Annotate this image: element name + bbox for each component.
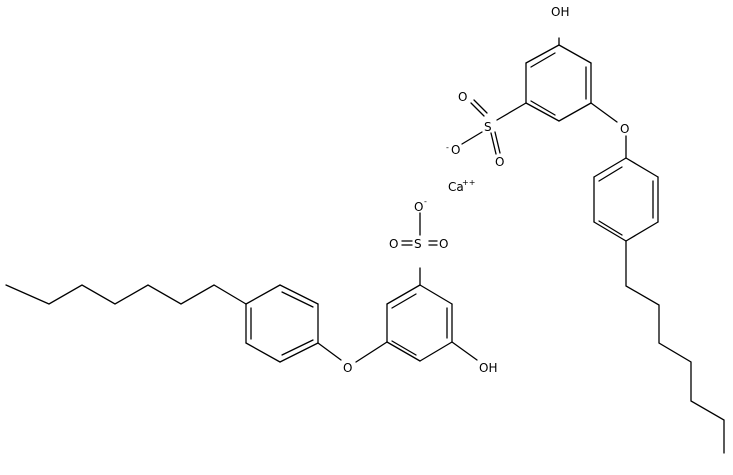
bond (525, 102, 560, 122)
bond (530, 100, 556, 116)
sulfonate-oxygen-label-top: O (451, 143, 460, 157)
bond (279, 342, 319, 363)
bond (558, 102, 592, 122)
bond (419, 341, 453, 362)
bond (461, 131, 483, 145)
bond (525, 44, 560, 64)
bond (386, 341, 421, 362)
bond (473, 99, 488, 114)
bond (391, 293, 417, 309)
sulfur-label-top: S (484, 120, 492, 134)
bond (530, 52, 556, 68)
sulfonyl-oxygen-label-top-2: O (495, 155, 504, 169)
sulfonate-oxygen-label-bottom: O (414, 200, 423, 214)
bond (598, 166, 623, 182)
hydroxyl-label-bottom: OH (479, 361, 497, 375)
bond (625, 221, 659, 242)
sulfonyl-oxygen-label-bottom-2: O (439, 237, 448, 251)
bond (279, 284, 319, 305)
bond (281, 291, 314, 308)
sulfonyl-oxygen-label-bottom-1: O (389, 237, 398, 251)
bond (593, 221, 627, 242)
atom-labels: OH O S O O O - Ca ++ O - S O O O OH (343, 5, 629, 375)
ether-oxygen-label-bottom: O (343, 361, 352, 375)
hydroxyl-label-top: OH (551, 5, 569, 19)
bond (355, 341, 388, 363)
bond (496, 102, 527, 121)
calcium-charge: ++ (462, 178, 475, 187)
bond (391, 340, 417, 356)
sulfonyl-oxygen-label-top-1: O (458, 90, 467, 104)
bond (625, 157, 659, 178)
bond (494, 131, 501, 154)
bond (590, 102, 618, 123)
bond-lines (5, 37, 725, 454)
bond (317, 342, 342, 361)
sulfur-label-bottom: S (414, 237, 422, 251)
bond (593, 157, 627, 178)
bond (598, 220, 623, 236)
bond (451, 341, 478, 361)
negative-charge-top: - (446, 143, 449, 152)
alkyl-chain (625, 240, 725, 454)
bond (558, 44, 592, 64)
calcium-label: Ca (448, 180, 464, 194)
bond (490, 132, 497, 155)
bond (386, 284, 421, 305)
ether-oxygen-label-top: O (620, 122, 629, 136)
bond (245, 342, 281, 363)
negative-charge-bottom: - (424, 197, 427, 206)
bond (419, 284, 453, 305)
bond (281, 339, 314, 356)
alkyl-chain (5, 284, 247, 305)
bond (470, 102, 485, 117)
bond (245, 284, 281, 305)
